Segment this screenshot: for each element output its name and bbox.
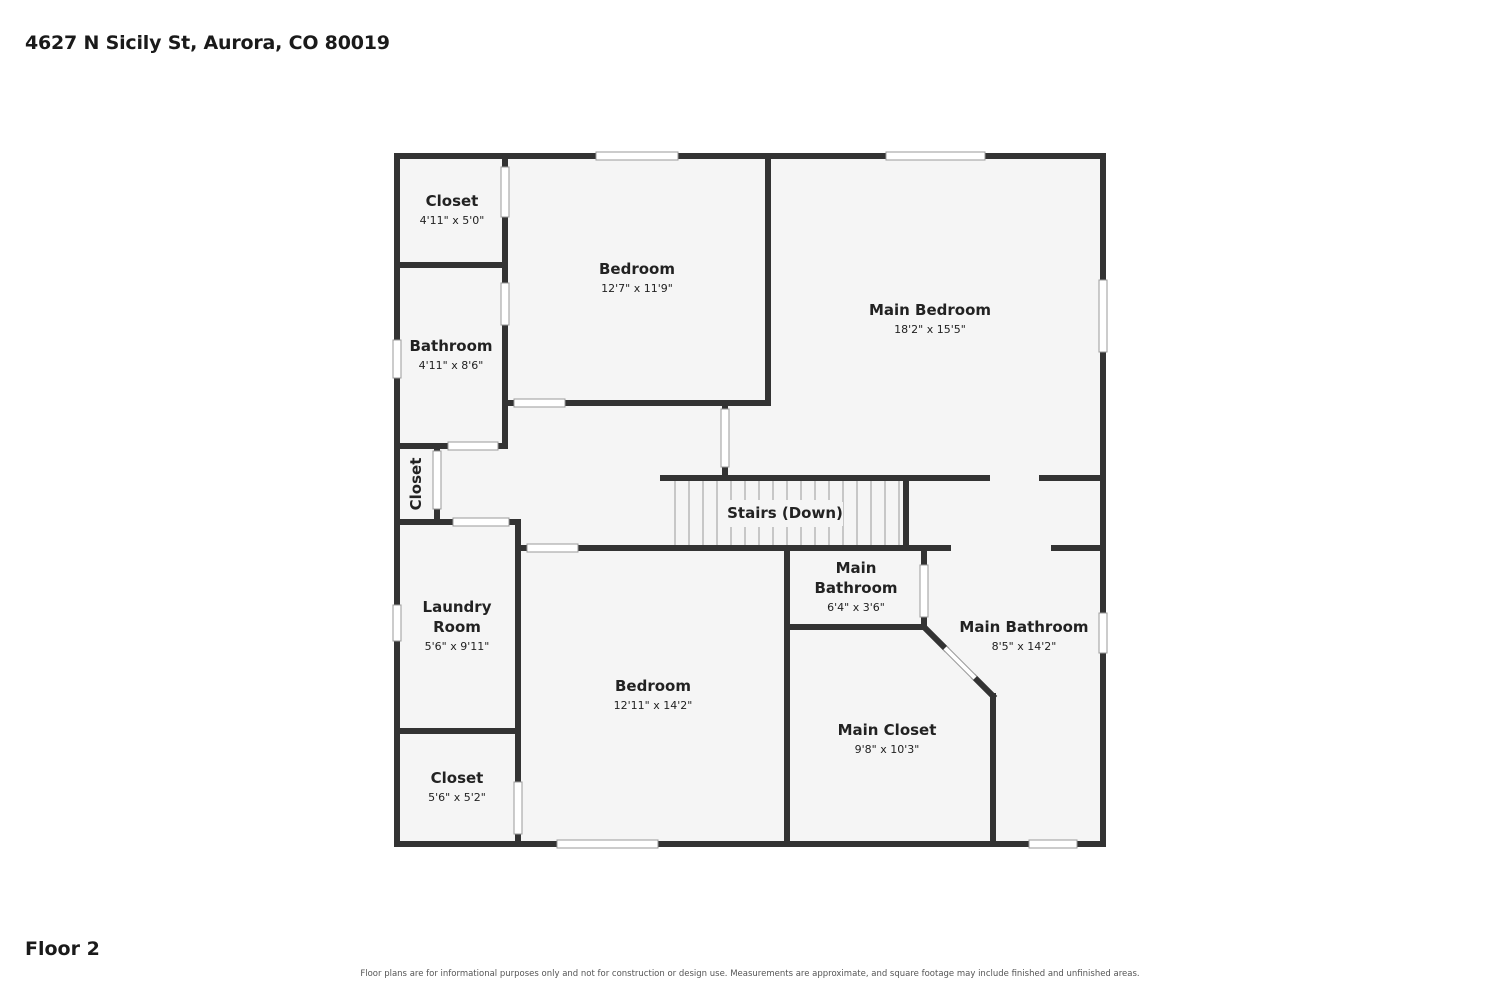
windows bbox=[392, 151, 1108, 849]
laundry-name-2: Room bbox=[433, 618, 481, 636]
bedroom-top-dims: 12'7" x 11'9" bbox=[601, 282, 673, 295]
bedroom-bottom-dims: 12'11" x 14'2" bbox=[614, 699, 693, 712]
bedroom-bottom-name: Bedroom bbox=[615, 677, 691, 695]
closet-bottom-name: Closet bbox=[431, 769, 484, 787]
main-bath-small-name-1: Main bbox=[836, 559, 877, 577]
bedroom-top-name: Bedroom bbox=[599, 260, 675, 278]
closet-bottom-dims: 5'6" x 5'2" bbox=[428, 791, 486, 804]
closet-door-inner bbox=[943, 646, 977, 680]
floor-label: Floor 2 bbox=[25, 938, 100, 960]
main-closet-name: Main Closet bbox=[838, 721, 937, 739]
main-bathroom-name: Main Bathroom bbox=[959, 618, 1088, 636]
laundry-name-1: Laundry bbox=[423, 598, 492, 616]
main-closet-dims: 9'8" x 10'3" bbox=[855, 743, 920, 756]
bathroom-name: Bathroom bbox=[409, 337, 492, 355]
laundry-dims: 5'6" x 9'11" bbox=[425, 640, 490, 653]
main-bedroom-name: Main Bedroom bbox=[869, 301, 991, 319]
closet-top-name: Closet bbox=[426, 192, 479, 210]
main-bathroom-dims: 8'5" x 14'2" bbox=[992, 640, 1057, 653]
closet-small-name: Closet bbox=[407, 458, 425, 511]
main-bath-small-dims: 6'4" x 3'6" bbox=[827, 601, 885, 614]
main-bath-small-name-2: Bathroom bbox=[814, 579, 897, 597]
stairs-label-bg bbox=[727, 502, 843, 526]
bathroom-dims: 4'11" x 8'6" bbox=[419, 359, 484, 372]
main-bedroom-dims: 18'2" x 15'5" bbox=[894, 323, 966, 336]
closet-top-dims: 4'11" x 5'0" bbox=[420, 214, 485, 227]
stairs-treads bbox=[674, 480, 900, 546]
disclaimer-text: Floor plans are for informational purpos… bbox=[360, 969, 1140, 979]
stairs-name: Stairs (Down) bbox=[727, 504, 843, 522]
property-address: 4627 N Sicily St, Aurora, CO 80019 bbox=[25, 32, 390, 54]
